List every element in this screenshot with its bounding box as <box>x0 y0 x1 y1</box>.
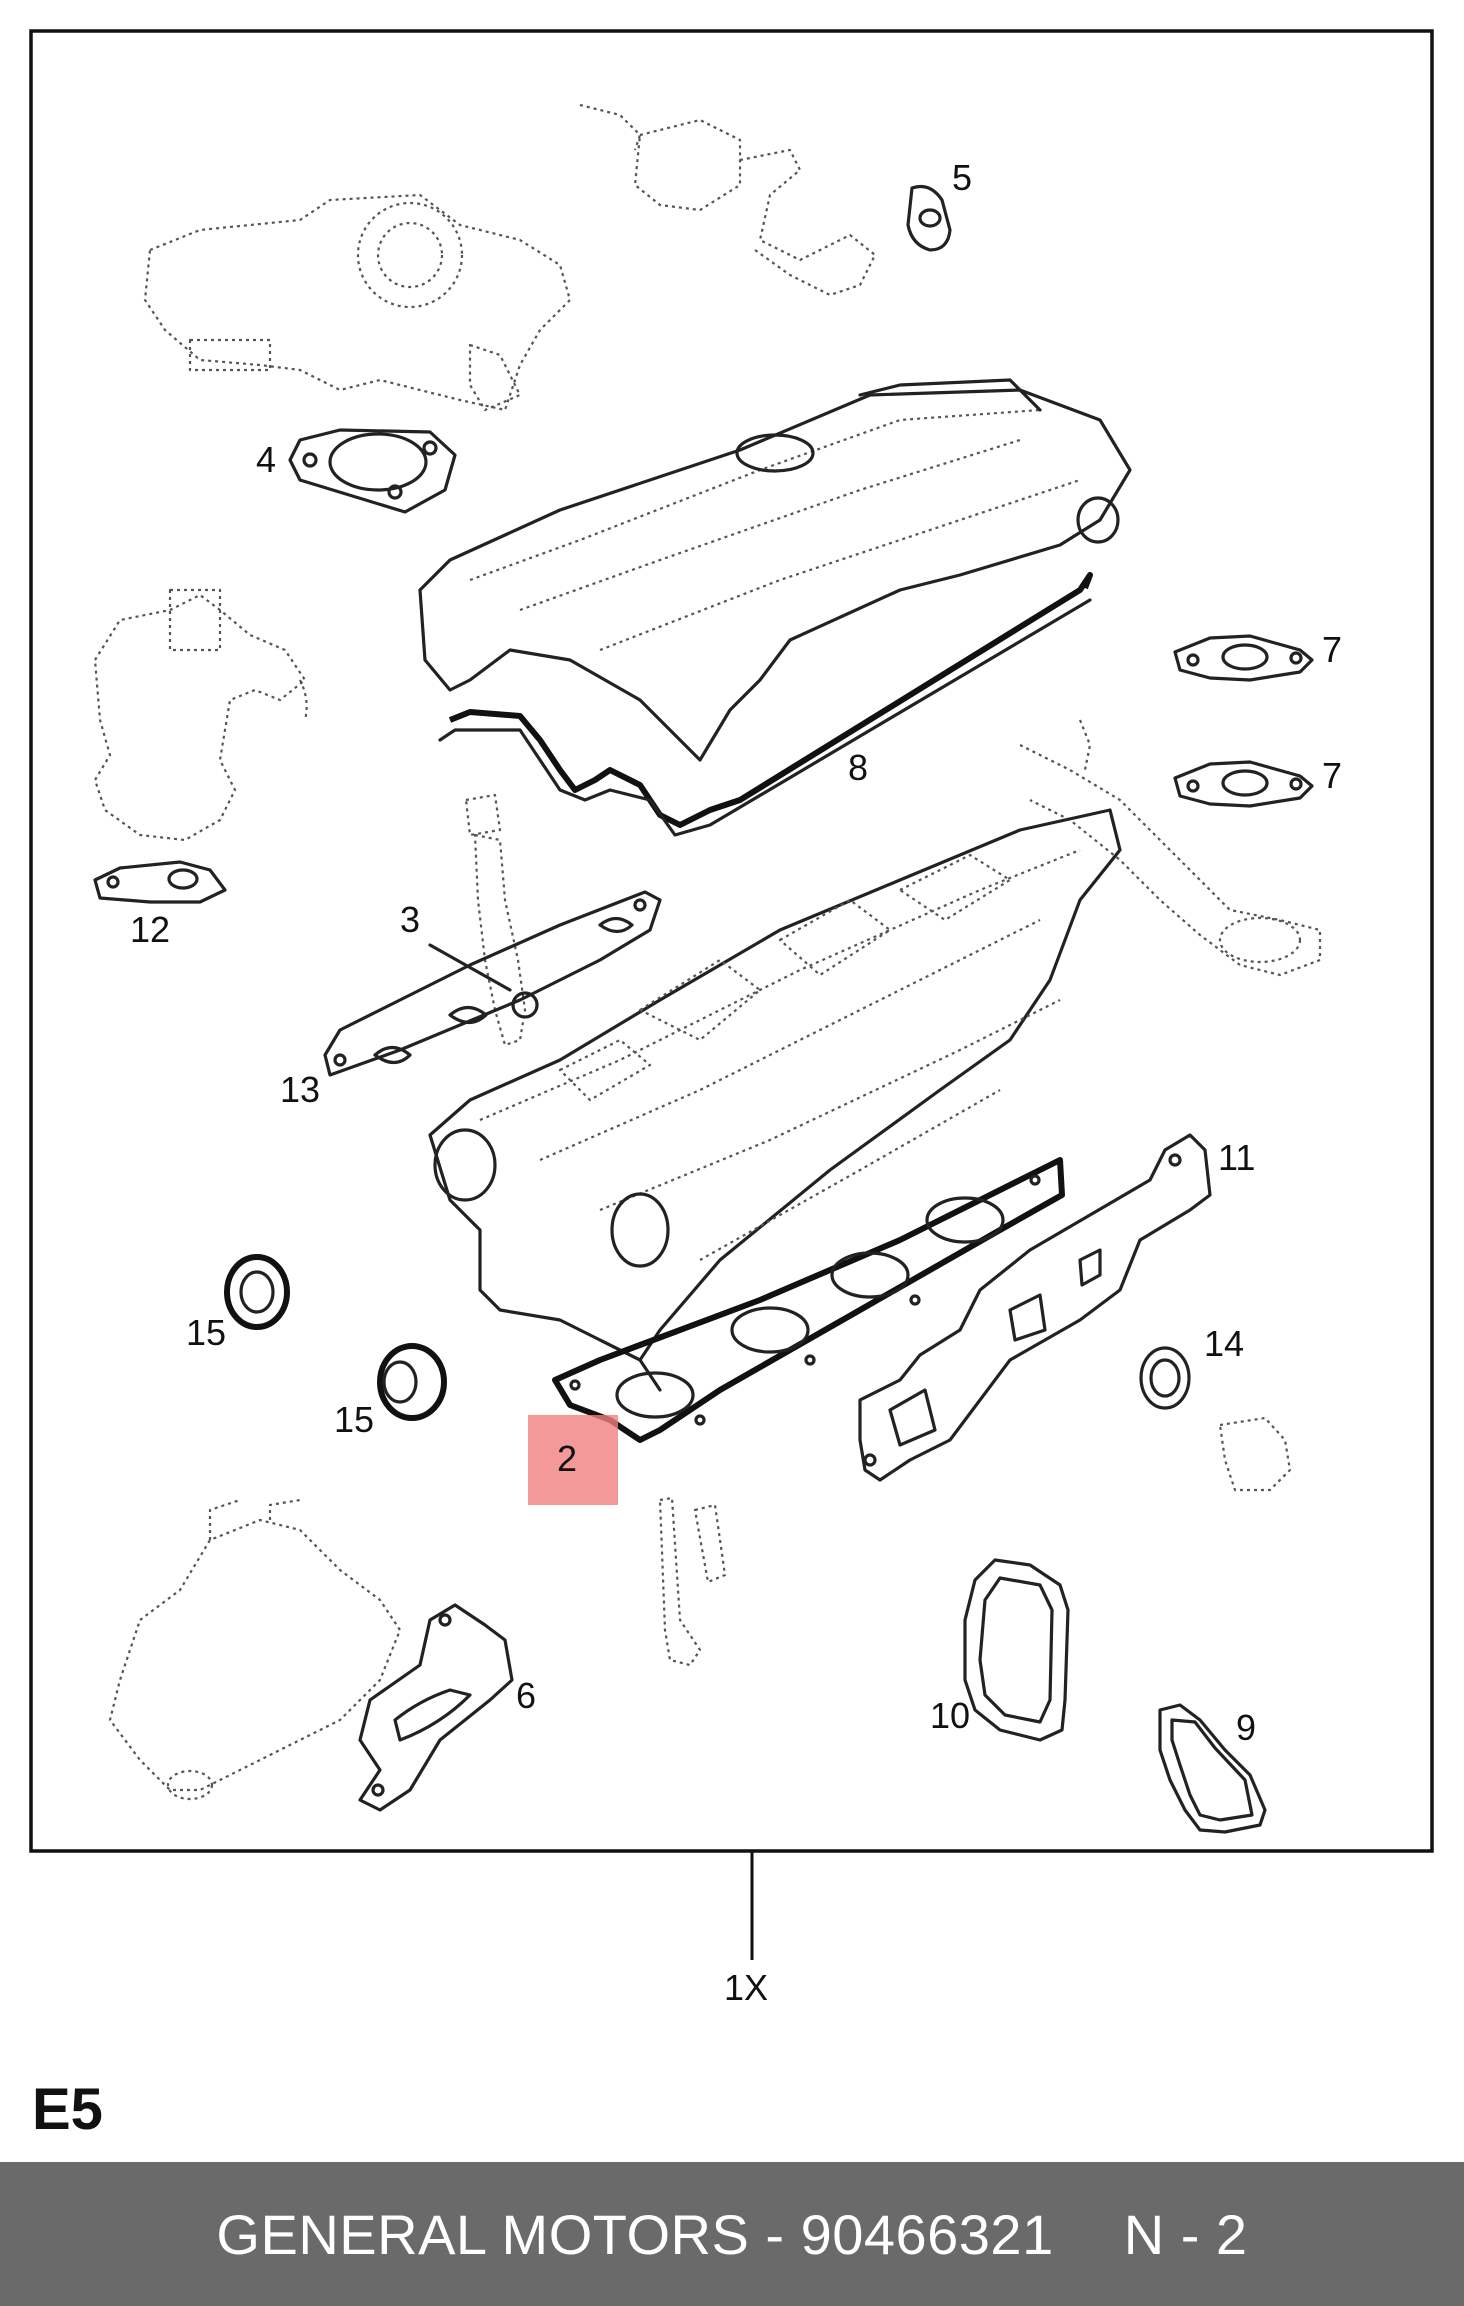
footer-manufacturer-part: GENERAL MOTORS - 90466321 <box>216 2202 1054 2266</box>
part-4-throttle-gasket <box>288 428 457 514</box>
callout-10: 10 <box>930 1695 970 1736</box>
part-10-gasket <box>963 1558 1070 1742</box>
throttle-body <box>143 193 572 412</box>
part-3-valve-stem-seal <box>428 793 539 1047</box>
thermostat-housing <box>108 1498 402 1801</box>
part-11-manifold-gasket <box>858 1133 1212 1482</box>
callout-7-upper: 7 <box>1322 629 1342 670</box>
part-7-gasket-upper <box>1173 634 1314 682</box>
egr-valve <box>93 588 308 842</box>
callout-6: 6 <box>516 1675 536 1716</box>
callout-4: 4 <box>256 439 276 480</box>
part-15-oil-seal-lower <box>377 1343 447 1421</box>
callout-3: 3 <box>400 899 420 940</box>
part-7-gasket-lower <box>1173 760 1314 808</box>
valve <box>658 1496 727 1667</box>
callout-15-upper: 15 <box>186 1312 226 1353</box>
cylinder-head <box>428 808 1122 1392</box>
part-13-gasket <box>323 890 662 1077</box>
callout-15-lower: 15 <box>334 1399 374 1440</box>
part-14-seal-ring <box>1139 1346 1191 1410</box>
callout-12: 12 <box>130 909 170 950</box>
part-6-housing-gasket <box>358 1603 514 1812</box>
part-15-oil-seal-upper <box>224 1254 290 1330</box>
callout-2: 2 <box>557 1438 577 1479</box>
diagram-frame <box>29 29 1434 1853</box>
plug-bolt <box>1218 1416 1292 1492</box>
callout-14: 14 <box>1204 1323 1244 1364</box>
part-12-egr-gasket <box>93 860 227 904</box>
callout-1x: 1X <box>724 1967 768 2008</box>
vacuum-valve <box>579 103 877 297</box>
callout-7-lower: 7 <box>1322 755 1342 796</box>
part-8-valve-cover-gasket <box>438 572 1093 837</box>
callout-8: 8 <box>848 747 868 788</box>
part-2-head-gasket <box>552 1157 1065 1443</box>
part-9-gasket <box>1158 1703 1267 1834</box>
footer-ref: N - 2 <box>1123 2202 1248 2266</box>
section-label: E5 <box>32 2077 103 2142</box>
callout-5: 5 <box>952 157 972 198</box>
part-5-gasket <box>906 184 952 252</box>
callout-11: 11 <box>1218 1137 1255 1178</box>
part-2-highlight <box>528 1415 618 1505</box>
callout-13: 13 <box>280 1069 320 1110</box>
callout-9: 9 <box>1236 1707 1256 1748</box>
footer-bar: GENERAL MOTORS - 90466321 N - 2 <box>0 2162 1464 2306</box>
valve-cover <box>418 378 1132 762</box>
egr-pipe <box>1019 719 1322 977</box>
exploded-parts-diagram: 5 4 7 7 8 12 3 13 11 15 15 14 2 6 10 9 1… <box>29 29 1434 2008</box>
